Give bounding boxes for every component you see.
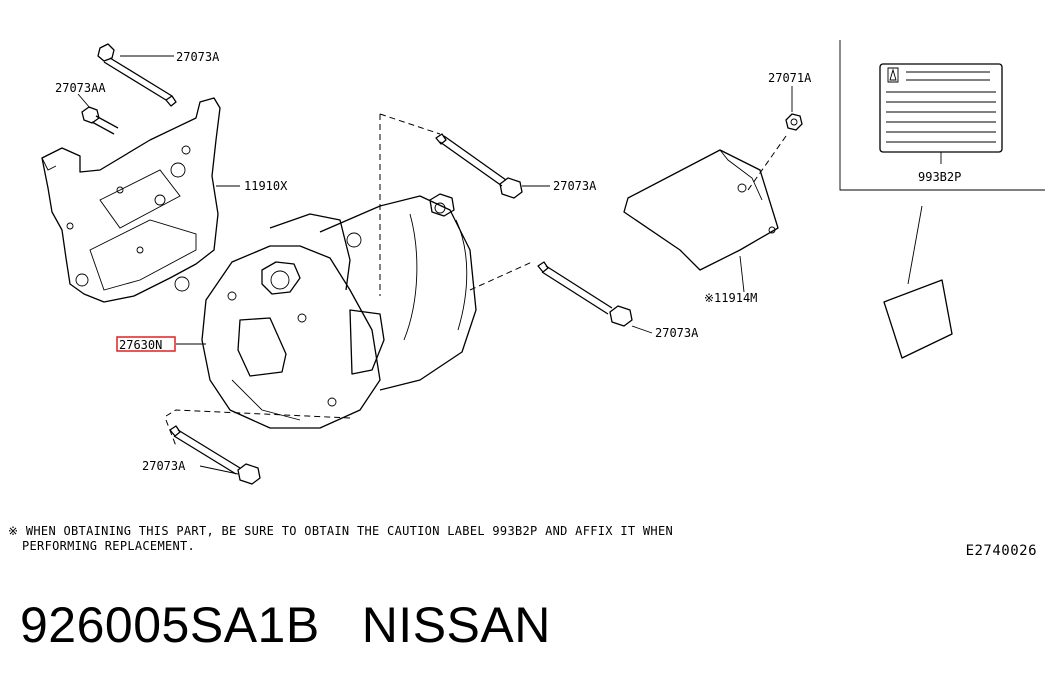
cover[interactable] (623, 149, 779, 293)
label-panel-frame (839, 40, 1045, 191)
callout-screw-cover: 27071A (768, 71, 812, 85)
leader-label-sheet (907, 205, 923, 285)
callout-bolt-middle: 27073A (553, 179, 597, 193)
leader-dashed-screw (747, 135, 787, 191)
caution-label[interactable] (879, 63, 1003, 164)
callout-compressor[interactable]: 27630N (119, 338, 162, 352)
label-sheet[interactable] (883, 279, 953, 359)
diagram-code: E2740026 (965, 543, 1037, 559)
highlight-box (116, 336, 176, 352)
callout-caution-label: 993B2P (918, 170, 961, 184)
callout-bolt-right: 27073A (655, 326, 699, 340)
bracket[interactable] (41, 97, 240, 303)
footnote: ※ WHEN OBTAINING THIS PART, BE SURE TO O… (8, 524, 673, 554)
callout-bolt-top: 27073A (176, 50, 220, 64)
callout-bolt-top-left: 27073AA (55, 81, 106, 95)
callout-cover: ※11914M (704, 291, 757, 305)
footnote-line-1: ※ WHEN OBTAINING THIS PART, BE SURE TO O… (8, 524, 673, 538)
compressor[interactable] (176, 193, 477, 429)
part-title: 926005SA1B NISSAN (20, 596, 551, 654)
callout-bracket: 11910X (244, 179, 288, 193)
bolt-middle[interactable] (435, 133, 550, 199)
bolt-top[interactable] (97, 43, 177, 107)
bolt-top-left[interactable] (77, 93, 119, 135)
leader-dashed-right (469, 261, 533, 291)
leader-dashed-upper (379, 113, 441, 296)
bolt-bottom[interactable] (169, 425, 261, 485)
leader-dashed-bottom (165, 409, 351, 447)
callout-bolt-bottom: 27073A (142, 459, 186, 473)
screw-cover[interactable] (785, 86, 803, 131)
parts-diagram: 27073A 27073AA 11910X (41, 40, 1045, 485)
bolt-right[interactable] (537, 261, 653, 334)
part-number: 926005SA1B (20, 597, 320, 653)
brand-name: NISSAN (361, 597, 551, 653)
footnote-line-2: PERFORMING REPLACEMENT. (22, 539, 196, 553)
